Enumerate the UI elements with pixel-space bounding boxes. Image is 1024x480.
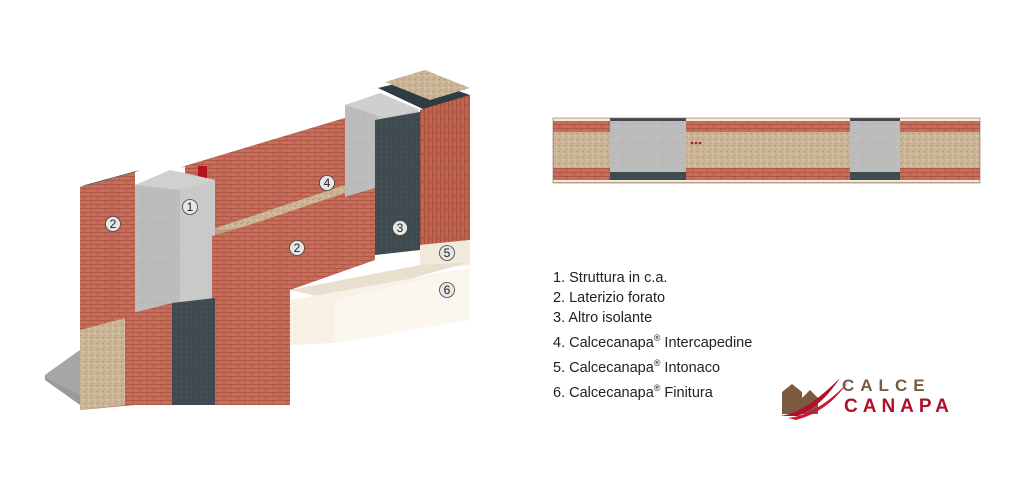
svg-text:4: 4 xyxy=(324,176,331,190)
legend: 1. Struttura in c.a. 2. Laterizio forato… xyxy=(553,268,752,403)
legend-item-5: 5. Calcecanapa® Intonaco xyxy=(553,358,721,376)
legend-item-1: 1. Struttura in c.a. xyxy=(553,270,668,286)
legend-item-4: 4. Calcecanapa® Intercapedine xyxy=(553,333,753,351)
badge-1: 1 xyxy=(182,199,198,215)
badge-5: 5 xyxy=(439,245,455,261)
svg-text:2: 2 xyxy=(294,241,301,255)
front-left-brick xyxy=(85,303,172,405)
plan-column-1 xyxy=(610,120,686,174)
svg-text:3: 3 xyxy=(397,221,404,235)
badge-2-mid: 2 xyxy=(289,240,305,256)
logo-text-canapa: CANAPA xyxy=(844,396,954,417)
badge-3: 3 xyxy=(392,220,408,236)
concrete-column-left xyxy=(135,172,180,320)
legend-item-3: 3. Altro isolante xyxy=(553,310,653,326)
badge-2-left: 2 xyxy=(105,216,121,232)
insulation-left xyxy=(172,298,215,405)
svg-text:1: 1 xyxy=(187,200,194,214)
concrete-column-right xyxy=(345,95,378,200)
front-brick-wall xyxy=(212,188,375,405)
calcecanapa-logo: CALCE CANAPA xyxy=(778,370,984,422)
legend-item-2: 2. Laterizio forato xyxy=(553,290,666,306)
legend-item-6: 6. Calcecanapa® Finitura xyxy=(553,383,713,401)
logo-text-calce: CALCE xyxy=(842,376,931,395)
plan-section xyxy=(552,117,981,184)
badge-4: 4 xyxy=(319,175,335,191)
plan-column-2 xyxy=(850,120,900,174)
svg-text:6: 6 xyxy=(444,283,451,297)
hemp-infill-top xyxy=(210,183,375,230)
marker-block xyxy=(198,166,207,178)
logo-mark-icon xyxy=(780,378,848,420)
front-left-hemp xyxy=(80,318,125,410)
insulation-right xyxy=(375,182,420,255)
badge-6: 6 xyxy=(439,282,455,298)
svg-text:2: 2 xyxy=(110,217,117,231)
svg-text:5: 5 xyxy=(444,246,451,260)
